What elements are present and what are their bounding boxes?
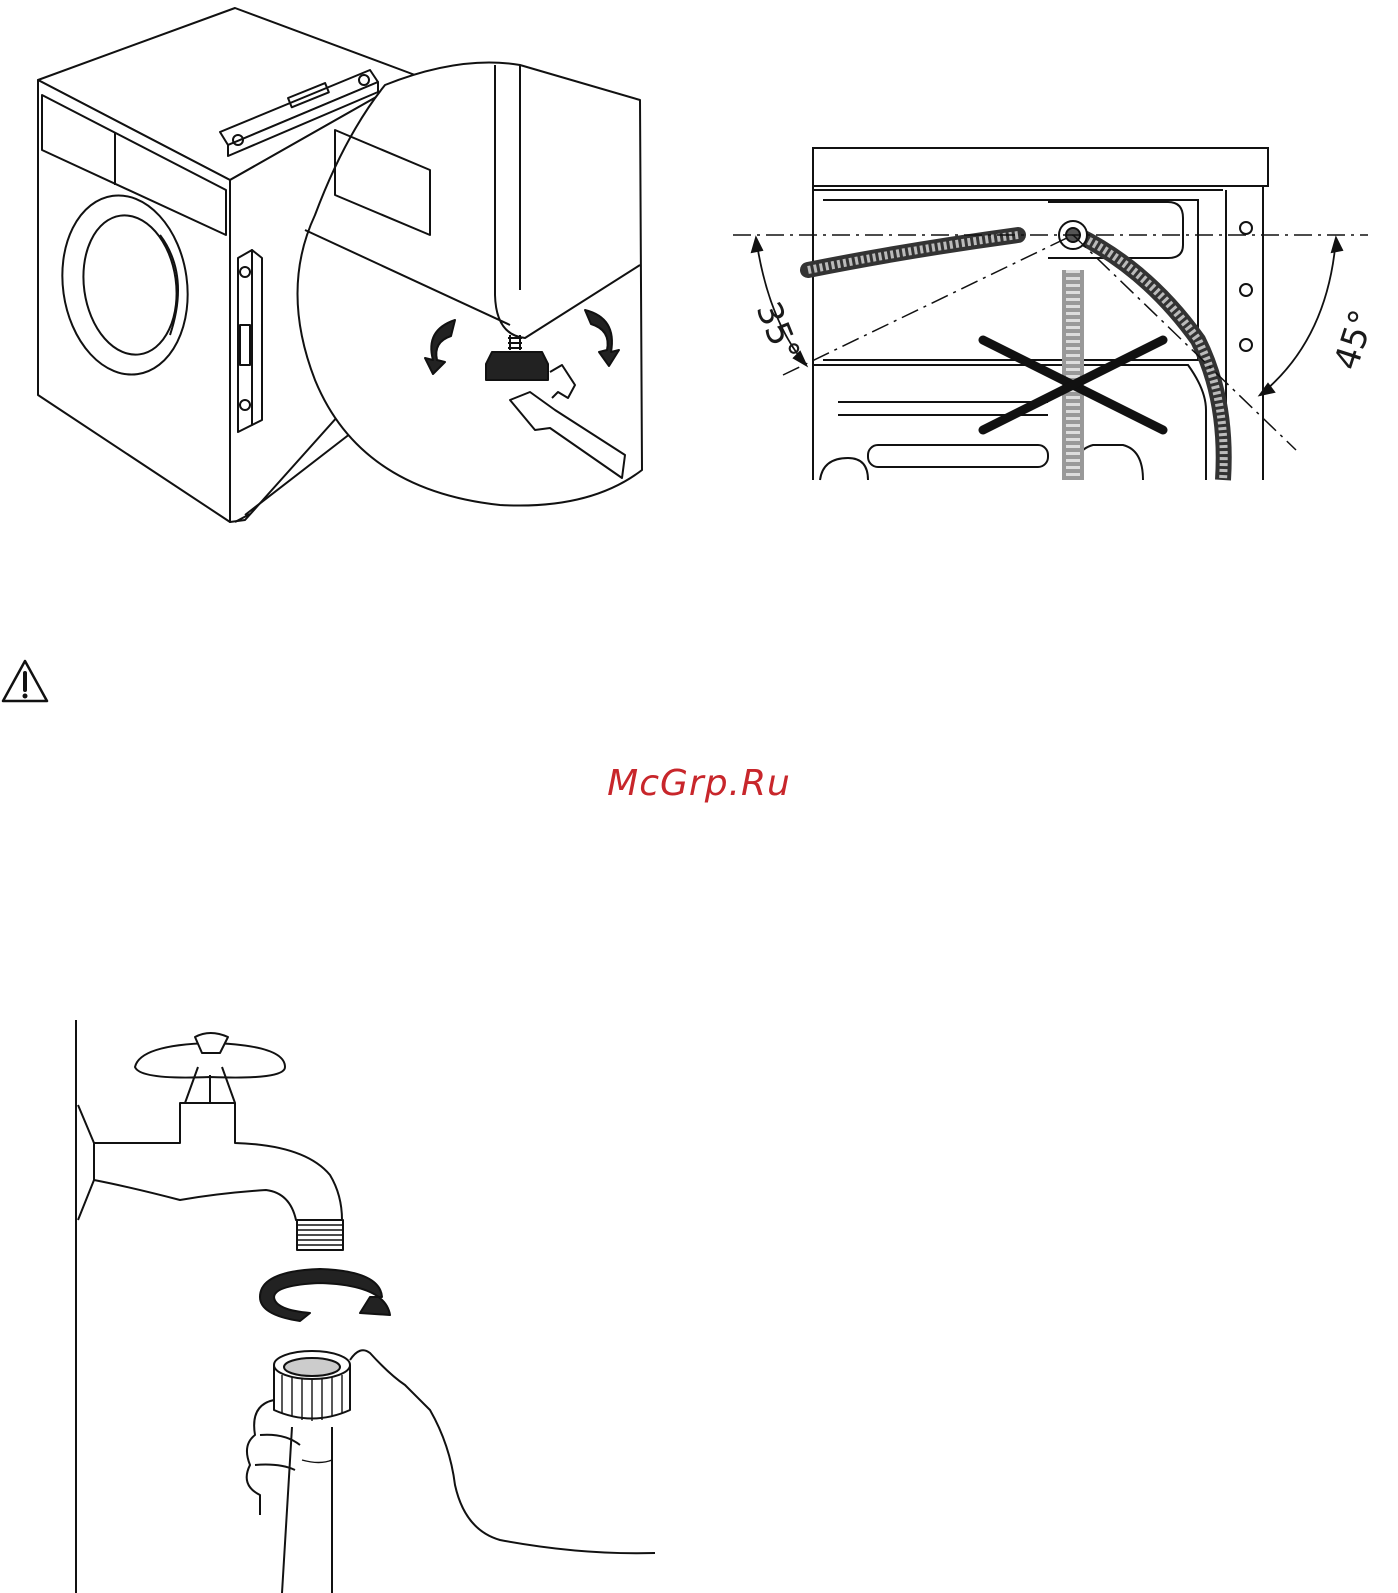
tap-connection-illustration <box>70 1015 670 1593</box>
angle-right-label: 45° <box>1327 305 1373 375</box>
warning-triangle-icon <box>0 657 50 707</box>
hose-angle-diagram: 35° 45° <box>728 140 1373 485</box>
watermark-text: McGrp.Ru <box>0 763 1398 804</box>
leveling-illustration <box>30 0 655 530</box>
